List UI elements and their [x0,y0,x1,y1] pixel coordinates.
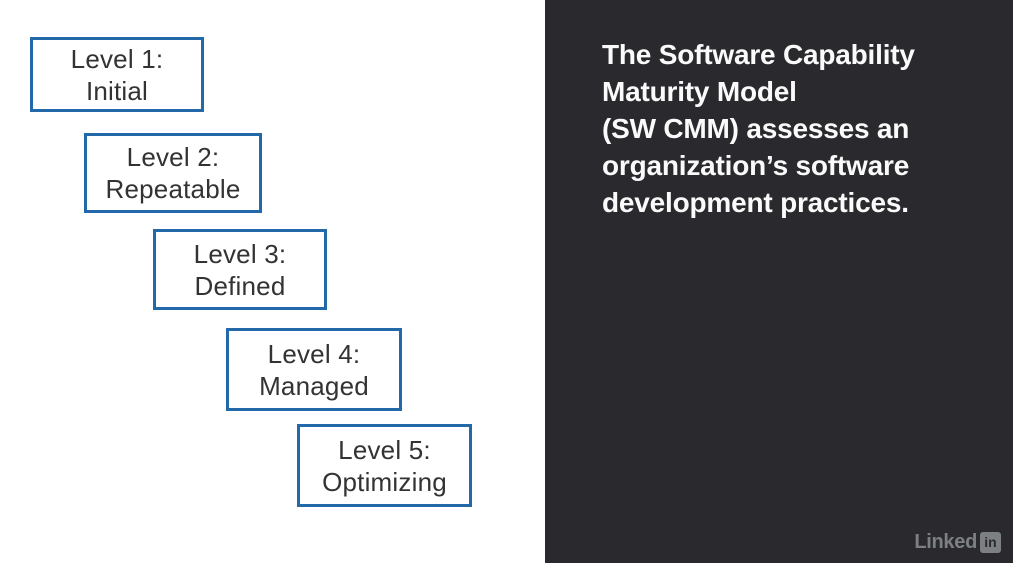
linkedin-logo: Linked in [914,531,1001,554]
linkedin-wordmark: Linked [914,531,977,553]
level-3-name: Defined [194,270,286,301]
description-line-5: development practices. [602,187,909,218]
level-1-name: Initial [85,75,149,106]
level-5-label: Level 5: [338,434,431,465]
level-3-label: Level 3: [193,238,287,269]
description-text: The Software Capability Maturity Model (… [602,36,915,221]
level-5-name: Optimizing [322,466,447,497]
description-panel: The Software Capability Maturity Model (… [545,0,1013,563]
level-4-name: Managed [259,370,369,401]
level-1-label: Level 1: [70,43,164,74]
level-4-label: Level 4: [267,338,361,369]
level-3-box: Level 3: Defined [153,229,327,310]
level-2-name: Repeatable [105,174,241,204]
cmm-staircase-diagram: Level 1: Initial Level 2: Repeatable Lev… [30,37,472,507]
level-2-box: Level 2: Repeatable [84,133,262,213]
level-5-box: Level 5: Optimizing [297,424,472,507]
level-4-box: Level 4: Managed [226,328,402,411]
linkedin-in-badge-icon: in [980,532,1001,553]
description-line-4: organization’s software [602,150,910,181]
description-line-1: The Software Capability [602,39,915,70]
description-line-2: Maturity Model [602,76,797,107]
description-line-3: (SW CMM) assesses an [602,113,910,144]
level-2-label: Level 2: [126,142,220,172]
level-1-box: Level 1: Initial [30,37,204,112]
